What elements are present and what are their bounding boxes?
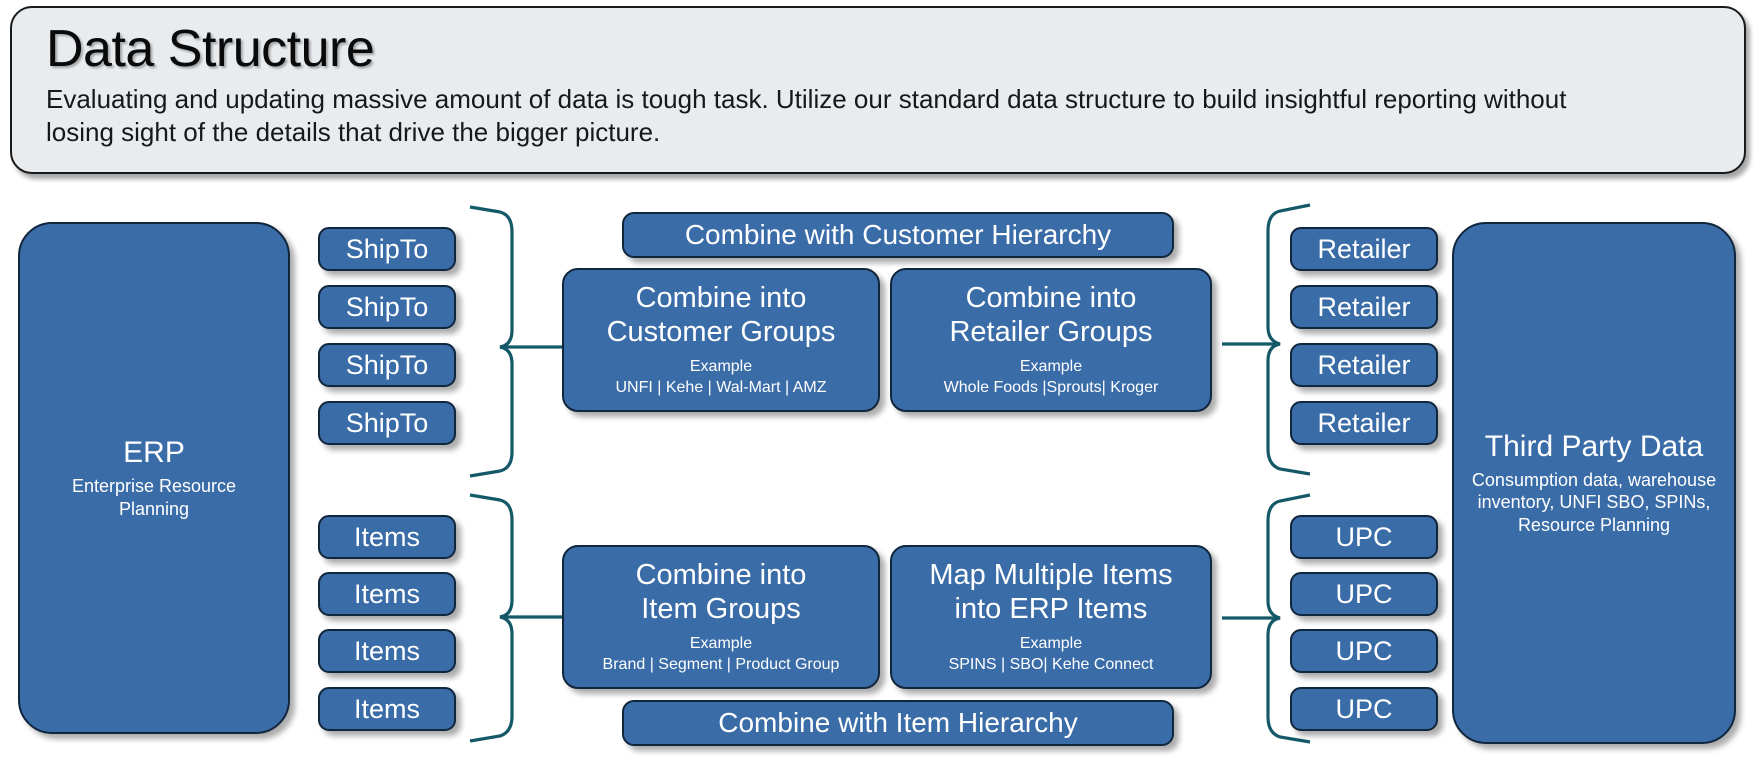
chip-upc-2[interactable]: UPC	[1290, 572, 1438, 616]
chip-shipto-4[interactable]: ShipTo	[318, 401, 456, 445]
third-party-data-pillar[interactable]: Third Party Data Consumption data, wareh…	[1452, 222, 1736, 744]
chip-label: Retailer	[1317, 349, 1411, 380]
erp-subtitle: Enterprise Resource Planning	[71, 476, 237, 519]
chip-label: ShipTo	[345, 349, 429, 380]
page-title: Data Structure	[46, 20, 375, 78]
card-title-line1: Combine into	[635, 559, 807, 592]
chip-label: Retailer	[1317, 291, 1411, 322]
chip-label: ShipTo	[345, 291, 429, 322]
card-example-value: UNFI | Kehe | Wal-Mart | AMZ	[615, 378, 827, 396]
page-subtitle: Evaluating and updating massive amount o…	[46, 83, 1567, 147]
chip-label: Items	[353, 693, 420, 724]
third-party-title: Third Party Data	[1484, 429, 1704, 463]
chip-retailer-2[interactable]: Retailer	[1290, 285, 1438, 329]
chip-label: UPC	[1335, 635, 1393, 666]
items-bracket	[469, 493, 514, 743]
chip-upc-3[interactable]: UPC	[1290, 629, 1438, 673]
card-title-line1: Combine into	[635, 282, 807, 315]
chip-retailer-4[interactable]: Retailer	[1290, 401, 1438, 445]
chip-label: UPC	[1335, 521, 1393, 552]
card-title-line2: Retailer Groups	[949, 316, 1153, 349]
chip-shipto-2[interactable]: ShipTo	[318, 285, 456, 329]
card-title-line1: Combine into	[965, 282, 1137, 315]
chip-label: Items	[353, 521, 420, 552]
card-example-label: Example	[689, 357, 753, 375]
card-example-value: Brand | Segment | Product Group	[602, 655, 840, 673]
card-example-label: Example	[1019, 634, 1083, 652]
card-customer-groups[interactable]: Combine into Customer Groups Example UNF…	[562, 268, 880, 412]
card-example-value: SPINS | SBO| Kehe Connect	[948, 655, 1154, 673]
header-banner: Data Structure Evaluating and updating m…	[10, 6, 1746, 174]
chip-label: Items	[353, 578, 420, 609]
card-map-erp-items[interactable]: Map Multiple Items into ERP Items Exampl…	[890, 545, 1212, 689]
chip-retailer-1[interactable]: Retailer	[1290, 227, 1438, 271]
chip-upc-4[interactable]: UPC	[1290, 687, 1438, 731]
banner-label: Combine with Item Hierarchy	[718, 707, 1078, 738]
card-retailer-groups[interactable]: Combine into Retailer Groups Example Who…	[890, 268, 1212, 412]
card-example-label: Example	[689, 634, 753, 652]
card-title-line1: Map Multiple Items	[929, 559, 1173, 592]
banner-customer-hierarchy[interactable]: Combine with Customer Hierarchy	[622, 212, 1174, 258]
chip-retailer-3[interactable]: Retailer	[1290, 343, 1438, 387]
erp-pillar[interactable]: ERP Enterprise Resource Planning	[18, 222, 290, 734]
erp-title: ERP	[123, 436, 185, 469]
chip-shipto-1[interactable]: ShipTo	[318, 227, 456, 271]
chip-label: ShipTo	[345, 407, 429, 438]
card-example-value: Whole Foods |Sprouts| Kroger	[943, 378, 1159, 396]
chip-label: UPC	[1335, 693, 1393, 724]
card-title-line2: Customer Groups	[606, 316, 836, 349]
chip-label: Retailer	[1317, 407, 1411, 438]
card-title-line2: into ERP Items	[954, 593, 1148, 626]
card-title-line2: Item Groups	[641, 593, 801, 626]
banner-label: Combine with Customer Hierarchy	[684, 219, 1112, 250]
chip-items-4[interactable]: Items	[318, 687, 456, 731]
chip-items-3[interactable]: Items	[318, 629, 456, 673]
chip-label: Items	[353, 635, 420, 666]
third-party-subtitle: Consumption data, warehouse inventory, U…	[1471, 469, 1717, 535]
chip-label: ShipTo	[345, 233, 429, 264]
chip-label: Retailer	[1317, 233, 1411, 264]
chip-items-2[interactable]: Items	[318, 572, 456, 616]
card-example-label: Example	[1019, 357, 1083, 375]
banner-item-hierarchy[interactable]: Combine with Item Hierarchy	[622, 700, 1174, 746]
chip-shipto-3[interactable]: ShipTo	[318, 343, 456, 387]
chip-label: UPC	[1335, 578, 1393, 609]
chip-items-1[interactable]: Items	[318, 515, 456, 559]
chip-upc-1[interactable]: UPC	[1290, 515, 1438, 559]
card-item-groups[interactable]: Combine into Item Groups Example Brand |…	[562, 545, 880, 689]
shipto-bracket	[469, 205, 514, 478]
